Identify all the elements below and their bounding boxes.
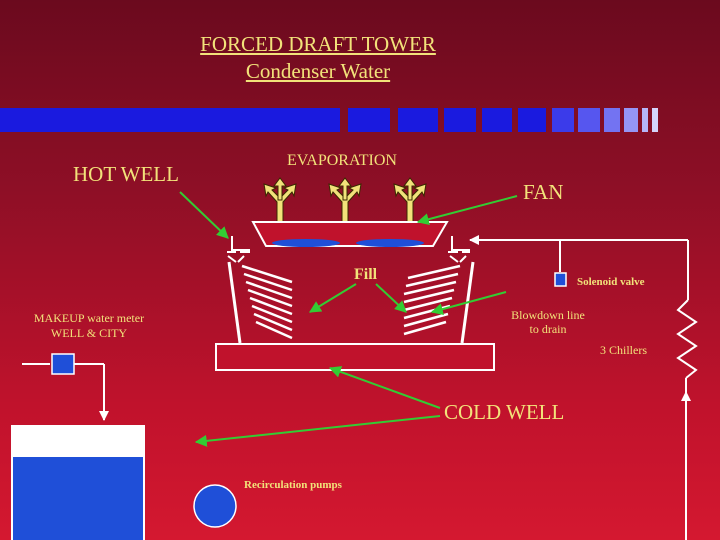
blowdown-label: Blowdown line to drain: [505, 308, 591, 336]
distribution-nozzles: [227, 236, 470, 263]
makeup-label-line2: WELL & CITY: [50, 326, 128, 340]
solenoid-valve-label: Solenoid valve: [577, 276, 645, 288]
cold-well-label: COLD WELL: [444, 400, 565, 424]
chillers-label: 3 Chillers: [600, 343, 647, 357]
cold-well-basin: [215, 343, 495, 371]
hot-well-basin: [251, 221, 449, 247]
title-line-2: Condenser Water: [245, 59, 391, 83]
fill-louvers-left: [241, 264, 293, 340]
solenoid-valve-icon: [554, 272, 567, 287]
fill-label: Fill: [354, 266, 378, 283]
pump-icon: [193, 484, 237, 528]
fan-label: FAN: [523, 180, 564, 204]
recirculation-pumps-label: Recirculation pumps: [244, 479, 342, 491]
evaporation-label: EVAPORATION: [287, 152, 397, 169]
makeup-valve-icon: [51, 353, 75, 375]
fill-louvers-right: [403, 264, 461, 336]
makeup-tank: [11, 425, 145, 540]
blowdown-label-line1: Blowdown line: [511, 308, 585, 322]
makeup-label-line1: MAKEUP water meter: [33, 311, 145, 325]
evaporation-arrow-icon: [263, 177, 427, 223]
hot-well-label: HOT WELL: [73, 162, 179, 186]
makeup-water-line: [22, 363, 109, 421]
pointer-arrows: [179, 191, 518, 447]
condenser-water-piping: [469, 235, 698, 540]
decorative-bar: [0, 108, 658, 132]
makeup-label: MAKEUP water meter WELL & CITY: [19, 311, 159, 341]
blowdown-label-line2: to drain: [529, 322, 567, 336]
title-line-1: FORCED DRAFT TOWER: [200, 32, 436, 56]
